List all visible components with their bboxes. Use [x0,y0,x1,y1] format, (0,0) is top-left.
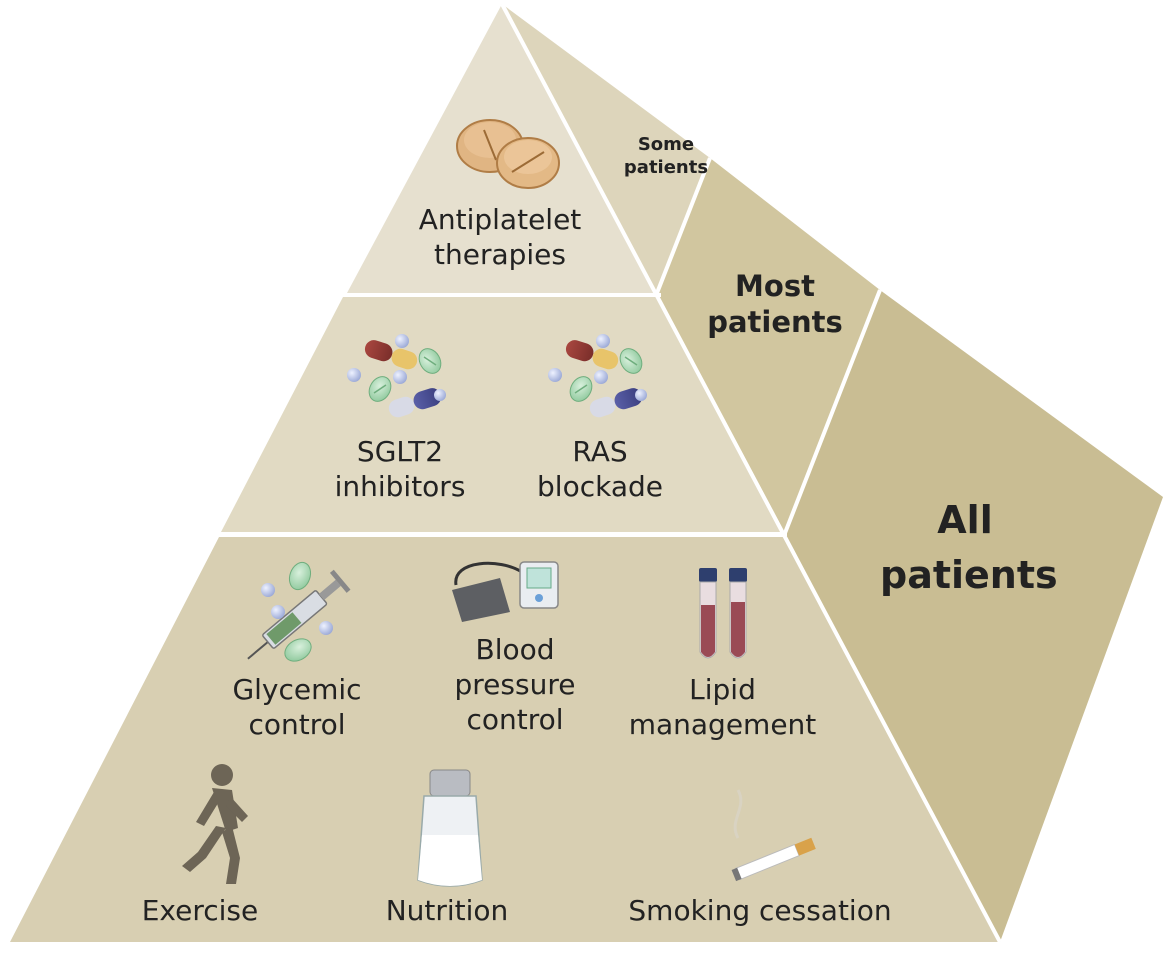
band-some-patients [502,4,710,293]
label-glycemic-control: Glycemic control [232,673,362,741]
label-exercise: Exercise [141,894,259,927]
label-smoking-cessation: Smoking cessation [628,894,892,927]
pills-icon [456,119,560,189]
label-antiplatelet-therapies: Antiplatelet therapies [418,203,582,271]
label-lipid-management: Lipid management [628,673,817,741]
band-all-patients [785,290,1163,942]
tier-bottom [10,537,1000,942]
label-nutrition: Nutrition [385,894,509,927]
runner-icon [182,764,248,884]
salt-shaker-icon [417,769,483,887]
label-sglt2-inhibitors: SGLT2 inhibitors [334,435,466,503]
label-some-patients: Some patients [623,134,709,178]
label-ras-blockade: RAS blockade [537,435,663,503]
cigarette-icon [731,789,816,882]
test-tubes-icon [699,568,747,659]
band-most-patients [657,158,880,533]
blood-pressure-monitor-icon [452,561,559,622]
label-most-patients: Most patients [707,269,843,340]
tier-middle [221,297,783,532]
label-all-patients: All patients [880,498,1058,598]
syringe-icon [247,561,351,662]
label-blood-pressure-control: Blood pressure control [454,633,576,736]
